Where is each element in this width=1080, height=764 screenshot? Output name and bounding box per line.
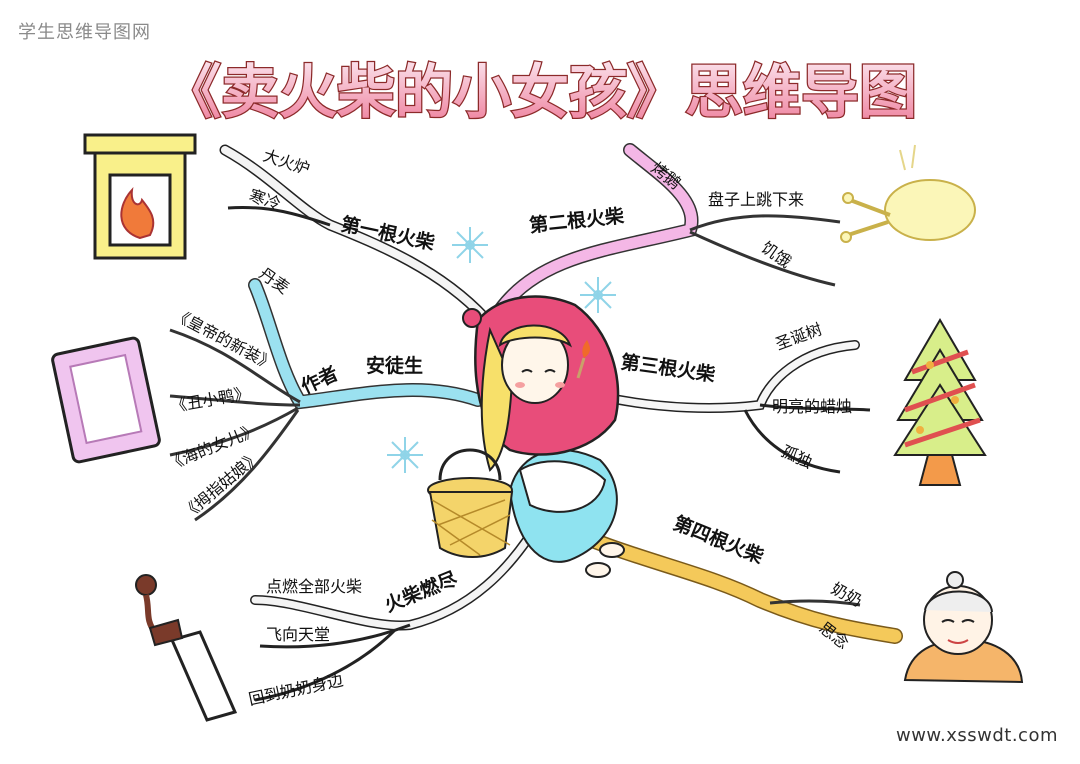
page-title: 《卖火柴的小女孩》思维导图 <box>163 58 917 126</box>
branch-second-shape <box>493 143 841 317</box>
watermark-bottom: www.xsswdt.com <box>895 725 1058 746</box>
christmas-tree-icon <box>893 318 987 486</box>
grandmother-icon <box>903 571 1024 684</box>
branch-third-shape <box>590 340 871 474</box>
branch-second-label: 第二根火柴 <box>528 204 626 237</box>
watermark-top: 学生思维导图网 <box>18 22 151 43</box>
branch-third-label: 第三根火柴 <box>619 350 717 386</box>
leaf-end-1: 点燃全部火柴 <box>266 577 362 596</box>
leaf-second-2: 盘子上跳下来 <box>708 190 804 209</box>
branch-end-shape <box>250 515 545 702</box>
leaf-end-3: 回到奶奶身边 <box>247 670 345 709</box>
leaf-author-3: 《丑小鸭》 <box>169 383 251 416</box>
match-icon <box>135 574 238 722</box>
branch-author-shape <box>169 278 485 522</box>
author-name: 安徒生 <box>366 354 423 377</box>
little-match-girl-icon <box>427 295 625 578</box>
leaf-third-3: 孤独 <box>778 441 815 472</box>
book-icon <box>51 336 161 464</box>
roast-goose-icon <box>840 144 976 243</box>
branch-fourth-label: 第四根火柴 <box>670 511 768 568</box>
leaf-third-2: 明亮的蜡烛 <box>772 397 852 416</box>
branch-first-shape <box>219 144 491 324</box>
snowflake-icon <box>387 227 616 473</box>
leaf-end-2: 飞向天堂 <box>266 625 330 644</box>
fireplace-icon <box>83 133 197 260</box>
